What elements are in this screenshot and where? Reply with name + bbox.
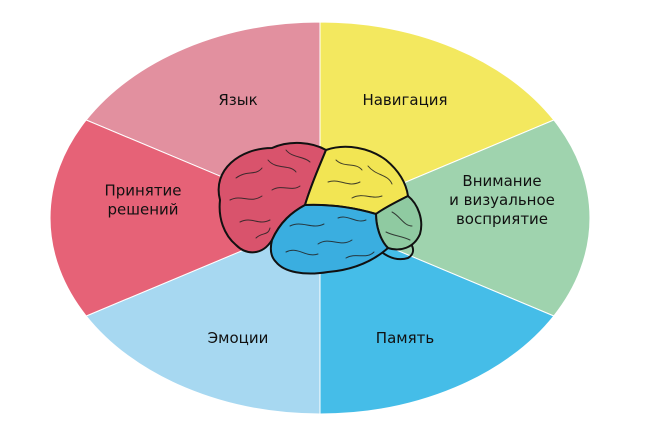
label-attention-line: и визуальное <box>449 191 555 209</box>
label-memory-line: Память <box>376 329 434 347</box>
label-emotions-line: Эмоции <box>208 329 269 347</box>
label-language-line: Язык <box>218 91 257 109</box>
label-navigation: Навигация <box>362 91 447 109</box>
label-language: Язык <box>218 91 257 109</box>
segment-decisions <box>49 119 322 317</box>
segment-attention <box>318 119 591 317</box>
label-memory: Память <box>376 329 434 347</box>
label-decisions-line: Принятие <box>104 182 181 200</box>
label-attention-line: восприятие <box>456 210 548 228</box>
label-emotions: Эмоции <box>208 329 269 347</box>
temporal-lobe <box>269 203 390 275</box>
label-navigation-line: Навигация <box>362 91 447 109</box>
label-decisions-line: решений <box>107 201 178 219</box>
label-attention-line: Внимание <box>462 172 541 190</box>
segment-emotions <box>85 217 321 415</box>
brain-illustration <box>217 142 423 275</box>
segment-memory <box>319 217 555 415</box>
